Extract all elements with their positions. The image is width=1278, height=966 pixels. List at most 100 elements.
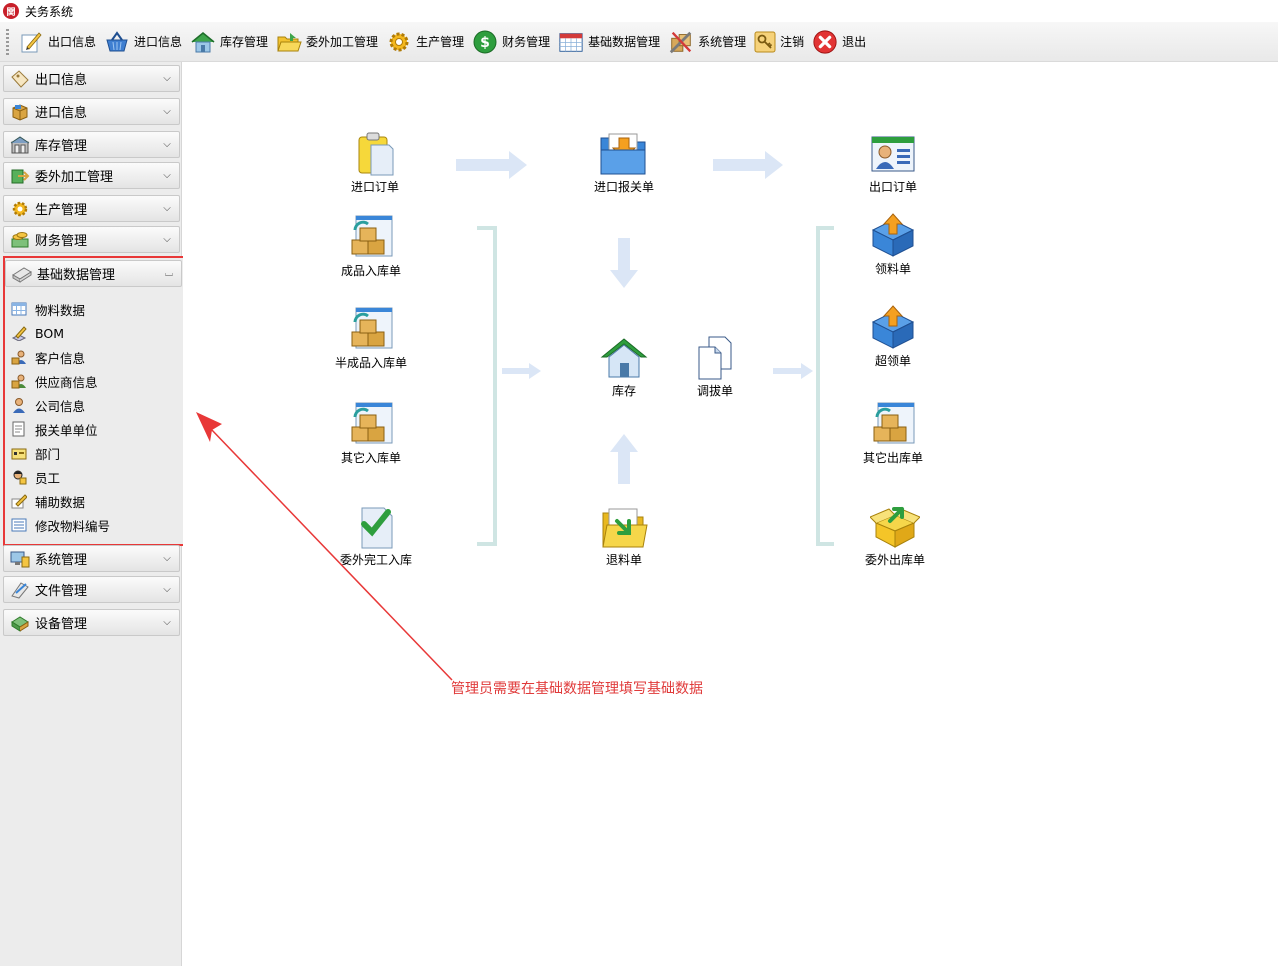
workflow-canvas: 进口订单 成品入库单 半成品入库单 其它入库单 委外完工入库 进口报关单 库存 … xyxy=(183,62,1278,966)
node-over-requisition[interactable]: 超领单 xyxy=(848,304,938,369)
toolbar-basic-data-button[interactable]: 基础数据管理 xyxy=(556,24,666,60)
node-inventory[interactable]: 库存 xyxy=(579,334,669,399)
edit-icon xyxy=(11,325,27,341)
sidebar-item-employee[interactable]: 员工 xyxy=(5,466,183,488)
sidebar-item-customer-info[interactable]: 客户信息 xyxy=(5,346,183,368)
bracket-outbound xyxy=(816,226,834,546)
node-transfer[interactable]: 调拔单 xyxy=(670,334,760,399)
arrow-inbound-to-inventory xyxy=(502,363,541,379)
monitor-icon xyxy=(9,549,31,569)
sidebar-group-inventory[interactable]: 库存管理 ⌵ xyxy=(3,131,180,158)
toolbar-system-button[interactable]: 系统管理 xyxy=(666,24,752,60)
sidebar-item-declaration-unit[interactable]: 报关单单位 xyxy=(5,418,183,440)
sidebar-item-auxiliary-data[interactable]: 辅助数据 xyxy=(5,490,183,512)
employee-icon xyxy=(11,469,27,485)
workflow-connectors xyxy=(456,151,834,546)
list-icon xyxy=(11,517,27,533)
sidebar-group-finance[interactable]: 财务管理 ⌵ xyxy=(3,226,180,253)
toolbar-logout-button[interactable]: 注销 xyxy=(752,24,810,60)
toolbar-export-info-button[interactable]: 出口信息 xyxy=(16,24,102,60)
calendar-grid-icon xyxy=(558,29,584,55)
toolbar-inventory-button[interactable]: 库存管理 xyxy=(188,24,274,60)
chevron-down-icon: ⌵ xyxy=(163,73,171,84)
sidebar-item-material-data[interactable]: 物料数据 xyxy=(5,298,183,320)
node-outsource-outbound[interactable]: 委外出库单 xyxy=(850,503,940,568)
tools-icon xyxy=(668,29,694,55)
toolbar-grip[interactable] xyxy=(6,28,9,55)
gear-icon xyxy=(386,29,412,55)
toolbar-outsource-button[interactable]: 委外加工管理 xyxy=(274,24,384,60)
department-icon xyxy=(11,445,27,461)
sidebar-group-import-info[interactable]: 进口信息 ⌵ xyxy=(3,98,180,125)
sidebar-group-production[interactable]: 生产管理 ⌵ xyxy=(3,195,180,222)
sidebar-item-bom[interactable]: BOM xyxy=(5,322,183,344)
node-import-declaration[interactable]: 进口报关单 xyxy=(579,130,669,195)
node-material-requisition[interactable]: 领料单 xyxy=(848,212,938,277)
chevron-down-icon: ⌵ xyxy=(163,106,171,117)
title-bar: 関 关务系统 xyxy=(0,0,1278,22)
boxes-inbound-icon xyxy=(346,214,396,262)
folder-icon xyxy=(276,29,302,55)
toolbar-production-button[interactable]: 生产管理 xyxy=(384,24,470,60)
chevron-down-icon: ⌵ xyxy=(163,584,171,595)
dollar-icon: $ xyxy=(472,29,498,55)
sidebar-item-department[interactable]: 部门 xyxy=(5,442,183,464)
chevron-down-icon: ⌵ xyxy=(163,139,171,150)
house-icon xyxy=(190,29,216,55)
chevron-down-icon: ⌵ xyxy=(163,553,171,564)
arrow-declaration-to-inventory xyxy=(610,238,638,288)
supplier-icon xyxy=(11,373,27,389)
folder-download-icon xyxy=(599,130,649,178)
folder-return-icon xyxy=(599,503,649,551)
node-other-outbound[interactable]: 其它出库单 xyxy=(848,401,938,466)
key-icon xyxy=(754,29,776,55)
basket-icon xyxy=(104,29,130,55)
toolbar-import-info-button[interactable]: 进口信息 xyxy=(102,24,188,60)
node-export-order[interactable]: 出口订单 xyxy=(848,130,938,195)
node-import-order[interactable]: 进口订单 xyxy=(330,130,420,195)
transfer-icon xyxy=(9,166,31,186)
navigation-sidebar: 出口信息 ⌵ 进口信息 ⌵ 库存管理 ⌵ 委外加工管理 ⌵ 生产管理 ⌵ 财务管… xyxy=(0,62,186,966)
boxes-inbound-icon xyxy=(346,306,396,354)
sidebar-group-device[interactable]: 设备管理 ⌵ xyxy=(3,609,180,636)
sidebar-group-basic-data[interactable]: 基础数据管理 ⌴ xyxy=(5,260,182,287)
toolbar-finance-button[interactable]: $ 财务管理 xyxy=(470,24,556,60)
person-icon xyxy=(11,397,27,413)
document-icon xyxy=(11,421,27,437)
sidebar-group-export-info[interactable]: 出口信息 ⌵ xyxy=(3,65,180,92)
app-logo-icon: 関 xyxy=(3,3,19,19)
box-up-icon xyxy=(868,304,918,352)
sidebar-group-outsource[interactable]: 委外加工管理 ⌵ xyxy=(3,162,180,189)
clipboard-icon xyxy=(350,130,400,178)
node-outsource-inbound[interactable]: 委外完工入库 xyxy=(331,503,421,568)
sidebar-group-file[interactable]: 文件管理 ⌵ xyxy=(3,576,180,603)
customer-icon xyxy=(11,349,27,365)
main-toolbar: 出口信息 进口信息 库存管理 委外加工管理 生产管理 $ 财务管理 xyxy=(0,22,1278,62)
annotation-text: 管理员需要在基础数据管理填写基础数据 xyxy=(451,681,703,697)
sidebar-group-system[interactable]: 系统管理 ⌵ xyxy=(3,545,180,572)
house-icon xyxy=(599,334,649,382)
sidebar-item-supplier-info[interactable]: 供应商信息 xyxy=(5,370,183,392)
node-other-inbound[interactable]: 其它入库单 xyxy=(326,401,416,466)
checked-document-icon xyxy=(351,503,401,551)
sidebar-item-modify-material-code[interactable]: 修改物料编号 xyxy=(5,514,183,536)
copy-documents-icon xyxy=(690,334,740,382)
chevron-down-icon: ⌵ xyxy=(163,234,171,245)
pencil-icon xyxy=(11,493,27,509)
node-finished-inbound[interactable]: 成品入库单 xyxy=(326,214,416,279)
gear-icon xyxy=(9,199,31,219)
node-semi-inbound[interactable]: 半成品入库单 xyxy=(326,306,416,371)
device-icon xyxy=(9,613,31,633)
tag-icon xyxy=(9,69,31,89)
sidebar-item-company-info[interactable]: 公司信息 xyxy=(5,394,183,416)
book-icon xyxy=(11,264,33,284)
contact-card-icon xyxy=(868,130,918,178)
warehouse-icon xyxy=(9,135,31,155)
toolbar-exit-button[interactable]: 退出 xyxy=(810,24,872,60)
chevron-down-icon: ⌵ xyxy=(163,203,171,214)
box-icon xyxy=(9,102,31,122)
exit-icon xyxy=(812,29,838,55)
grid-icon xyxy=(11,301,27,317)
box-up-icon xyxy=(868,212,918,260)
node-return-material[interactable]: 退料单 xyxy=(579,503,669,568)
